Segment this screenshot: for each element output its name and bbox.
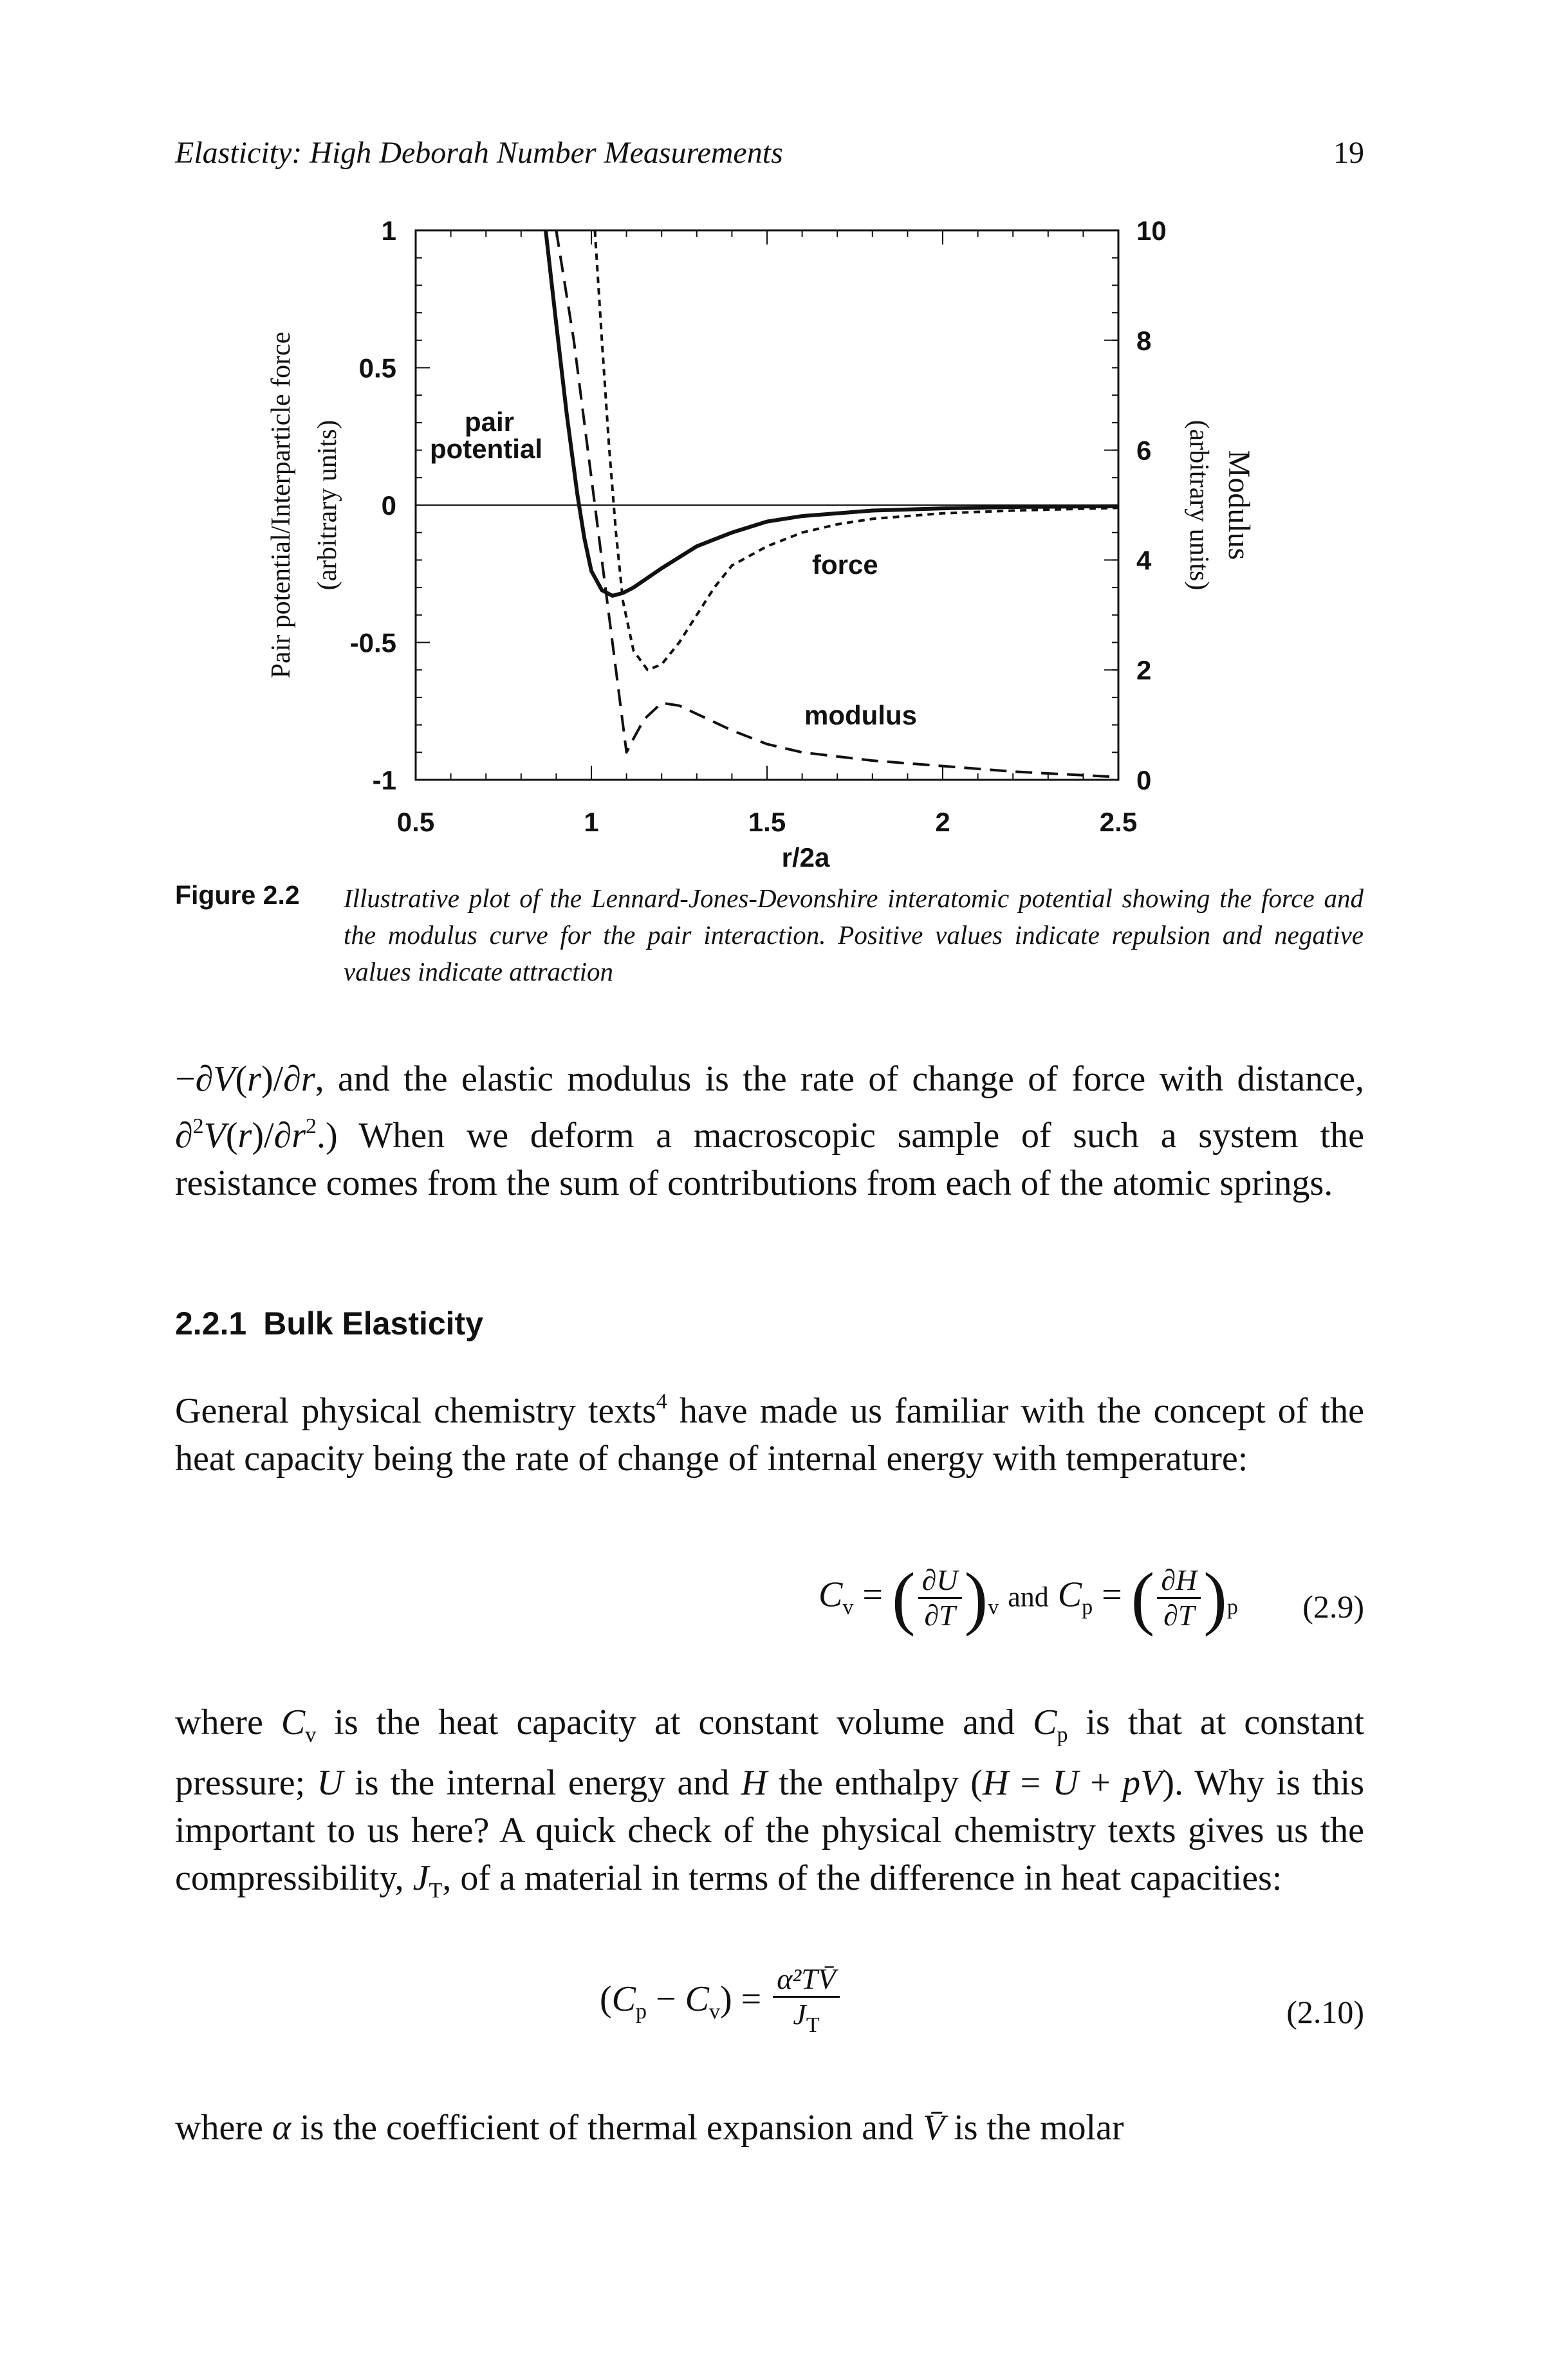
paragraph-2: General physical chemistry texts4 have m… <box>175 1390 1364 1479</box>
y-right-tick-label: 6 <box>1136 436 1151 466</box>
x-tick-label: 1.5 <box>748 807 786 837</box>
x-tick-label: 2 <box>935 807 950 837</box>
annotation-modulus: modulus <box>804 700 917 730</box>
annotation-pair: pair <box>465 407 514 437</box>
paragraph-1: −∂V(r)/∂r, and the elastic modulus is th… <box>175 1059 1364 1203</box>
equation-2-10-body: (Cp − Cv) = α²TV̄JT <box>600 1962 842 2042</box>
x-tick-label: 2.5 <box>1100 807 1137 837</box>
page-number: 19 <box>1333 136 1364 170</box>
series-line-modulus <box>555 230 1118 779</box>
equation-2-9-body: Cv = (∂U∂T)v and Cp = (∂H∂T)p <box>819 1558 1238 1637</box>
series-line-force <box>593 230 1118 672</box>
y-left-tick-label: 0.5 <box>359 353 396 383</box>
running-head: Elasticity: High Deborah Number Measurem… <box>175 135 1364 180</box>
caption-label: Figure 2.2 <box>175 880 300 910</box>
y-right-tick-label: 10 <box>1136 216 1167 246</box>
running-title: Elasticity: High Deborah Number Measurem… <box>175 136 783 170</box>
series-line-pair-potential <box>544 230 1118 598</box>
annotation-force: force <box>812 549 878 580</box>
y-right-tick-label: 0 <box>1136 765 1151 795</box>
x-tick-label: 1 <box>584 807 598 837</box>
y-left-tick-label: -1 <box>373 765 396 795</box>
paragraph-4: where α is the coefficient of thermal ex… <box>175 2108 1124 2148</box>
y-right-tick-label: 4 <box>1136 545 1152 575</box>
y-left-tick-label: 1 <box>382 216 396 246</box>
equation-number: (2.10) <box>1286 1994 1364 2030</box>
y-right-axis-label-units: (arbitrary units) <box>1184 420 1214 591</box>
y-left-axis-label: Pair potential/Interparticle force <box>266 332 296 679</box>
y-left-tick-label: 0 <box>382 490 396 521</box>
caption-text: Illustrative plot of the Lennard-Jones-D… <box>344 883 1364 986</box>
equation-number: (2.9) <box>1302 1589 1364 1625</box>
y-right-axis-label: Modulus <box>1222 450 1256 560</box>
y-left-axis-label-units: (arbitrary units) <box>313 420 342 591</box>
annotation-potential: potential <box>430 434 542 464</box>
x-tick-label: 0.5 <box>397 807 434 837</box>
equation-2-9: Cv = (∂U∂T)v and Cp = (∂H∂T)p (2.9) <box>175 1557 1364 1660</box>
equation-2-10: (Cp − Cv) = α²TV̄JT (2.10) <box>175 1962 1364 2065</box>
y-right-tick-label: 8 <box>1136 326 1151 356</box>
figure-2-2-chart: 0.5 1 1.5 2 2.5 r/2a 1 0.5 0 -0.5 -1 10 8 6 4 2 0 Pair po… <box>266 216 1256 872</box>
y-right-tick-label: 2 <box>1136 655 1151 685</box>
paragraph-3: where Cv is the heat capacity at constan… <box>175 1702 1365 1903</box>
x-axis-label: r/2a <box>782 842 830 872</box>
y-left-tick-label: -0.5 <box>350 628 396 658</box>
